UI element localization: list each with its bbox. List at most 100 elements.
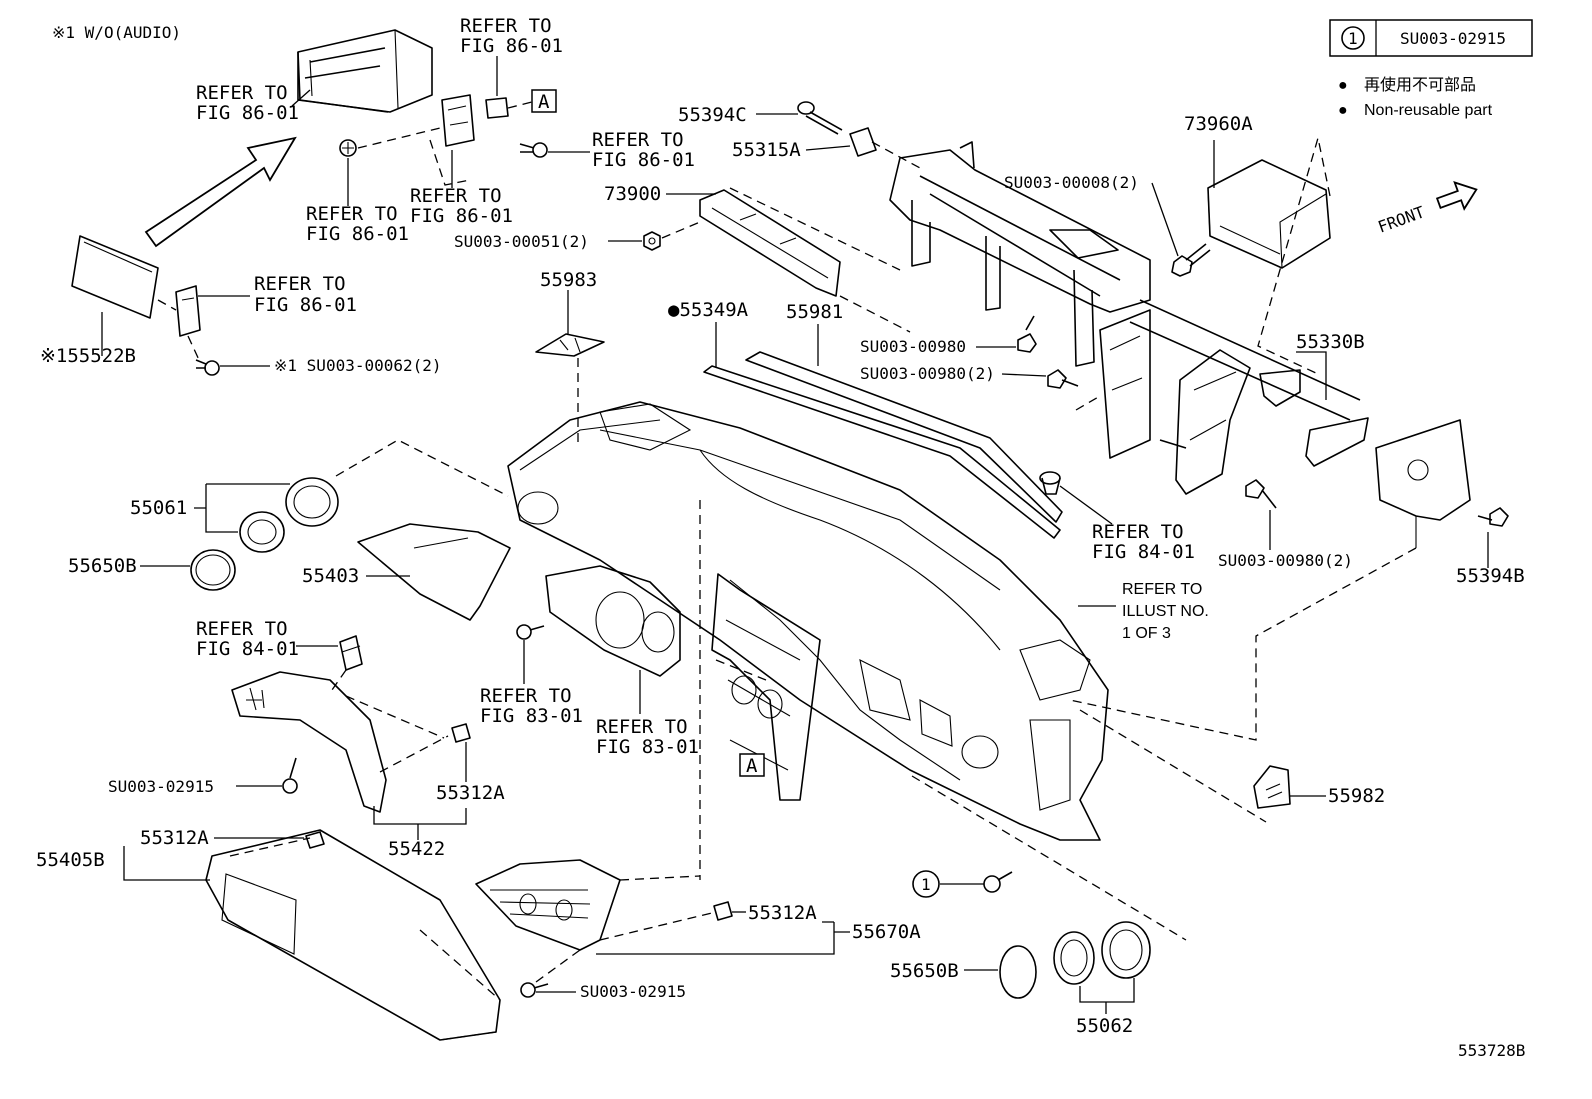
part-55522b: ※155522B [40, 345, 136, 367]
refer-to-label: REFER TO [460, 15, 552, 37]
part-55061: 55061 [130, 497, 187, 519]
refer-to-label: REFER TO [592, 129, 684, 151]
cross-tube-part [1129, 299, 1361, 421]
front-direction: FRONT [1375, 181, 1478, 237]
refer-to-label: REFER TO [410, 185, 502, 207]
legend-bullet: ● [1338, 77, 1348, 94]
part-55650b-a: 55650B [68, 555, 137, 577]
callout-a-box [531, 89, 557, 113]
part-55312a-b: 55312A [140, 827, 209, 849]
part-55312a-a: 55312A [436, 782, 505, 804]
brace-center-part [1159, 349, 1251, 495]
assembly-direction-arrow-icon [144, 136, 297, 248]
vent-55670a-part [475, 859, 621, 951]
clip-icon [713, 901, 733, 921]
legend-non-reusable-en: Non-reusable part [1364, 102, 1493, 119]
small-bracket-part [175, 285, 201, 337]
refer-illust-line1: REFER TO [1122, 581, 1202, 598]
brace-right-part [1259, 369, 1369, 467]
screw-icon [516, 624, 545, 640]
part-su003-02915-b: SU003-02915 [580, 982, 686, 1001]
refer-fig-86-01: FIG 86-01 [410, 205, 513, 227]
audio-bracket-part [441, 94, 509, 147]
part-73900: 73900 [604, 183, 661, 205]
combination-meter-part [545, 565, 681, 677]
part-73960a: 73960A [1184, 113, 1253, 135]
part-55062: 55062 [1076, 1015, 1133, 1037]
lid-55403-part [357, 523, 511, 621]
side-bracket-right-part [1375, 419, 1471, 548]
part-55670a: 55670A [852, 921, 921, 943]
clip-55315a-part [849, 127, 877, 157]
refer-fig-86-01: FIG 86-01 [196, 102, 299, 124]
vent-55062-part [1053, 921, 1151, 985]
pin-55394c-part [797, 101, 843, 135]
vent-55061-part [239, 477, 339, 553]
brace-left-part [1099, 309, 1151, 459]
legend-non-reusable-jp: 再使用不可部品 [1364, 76, 1476, 94]
refer-to-label: REFER TO [596, 716, 688, 738]
refer-fig-84-01: FIG 84-01 [1092, 541, 1195, 563]
part-55403: 55403 [302, 565, 359, 587]
refer-fig-84-01: FIG 84-01 [196, 638, 299, 660]
part-55394b: 55394B [1456, 565, 1525, 587]
part-55349a: ●55349A [668, 299, 749, 321]
part-55312a-c: 55312A [748, 902, 817, 924]
part-55315a: 55315A [732, 139, 801, 161]
refer-to-label: REFER TO [196, 618, 288, 640]
clip-icon [305, 831, 325, 849]
bolt-icon [983, 871, 1013, 893]
cluster-hood-55422-part [231, 671, 387, 813]
part-su003-00062: ※1 SU003-00062(2) [274, 356, 442, 375]
part-55981: 55981 [786, 301, 843, 323]
circle-ref-icon [912, 870, 940, 898]
clip-icon [1039, 471, 1061, 495]
part-55650b-b: 55650B [890, 960, 959, 982]
legend-bullet: ● [1338, 102, 1348, 119]
refer-to-label: REFER TO [196, 82, 288, 104]
audio-pocket-part [297, 29, 433, 113]
bolt-icon [1245, 479, 1277, 509]
callout-a-box [739, 753, 765, 777]
screw-icon [282, 757, 298, 794]
ring-55650b-part [190, 549, 236, 591]
screw-icon [195, 359, 220, 376]
part-su003-00008: SU003-00008(2) [1004, 173, 1139, 192]
refer-to-label: REFER TO [254, 273, 346, 295]
garnish-55349a-part [703, 365, 1061, 539]
bolt-icon [1171, 243, 1211, 277]
refer-to-label: REFER TO [1092, 521, 1184, 543]
part-55330b: 55330B [1296, 331, 1365, 353]
part-55982: 55982 [1328, 785, 1385, 807]
diagram-id: 553728B [1458, 1041, 1525, 1060]
callout-a: A [538, 91, 550, 113]
screw-icon [339, 139, 357, 157]
refer-fig-86-01: FIG 86-01 [254, 294, 357, 316]
panel-55522b-part [71, 235, 159, 319]
bolt-icon [1477, 507, 1509, 527]
duct-55983-part [535, 333, 605, 357]
part-su003-00980: SU003-00980 [860, 337, 966, 356]
bolt-icon [1017, 315, 1037, 353]
clip-icon [451, 723, 471, 743]
instrument-panel-part [507, 401, 1109, 841]
part-su003-00980-c: SU003-00980(2) [1218, 551, 1353, 570]
refer-to-label: REFER TO [306, 203, 398, 225]
part-su003-00980-2: SU003-00980(2) [860, 364, 995, 383]
lower-panel-55405b-part [205, 829, 501, 1041]
refer-fig-83-01: FIG 83-01 [596, 736, 699, 758]
callout-a: A [746, 755, 758, 777]
part-su003-00051: SU003-00051(2) [454, 232, 589, 251]
legend-circle-icon [1341, 26, 1365, 50]
screw-icon [520, 982, 549, 998]
refer-illust-line2: ILLUST NO. [1122, 603, 1209, 620]
refer-to-label: REFER TO [480, 685, 572, 707]
refer-fig-86-01: FIG 86-01 [592, 149, 695, 171]
bolt-icon [1047, 369, 1079, 389]
part-su003-02915-a: SU003-02915 [108, 777, 214, 796]
legend-circle-part: SU003-02915 [1400, 29, 1506, 48]
bracket-73900-part [699, 189, 841, 297]
refer-illust-line3: 1 OF 3 [1122, 625, 1171, 642]
